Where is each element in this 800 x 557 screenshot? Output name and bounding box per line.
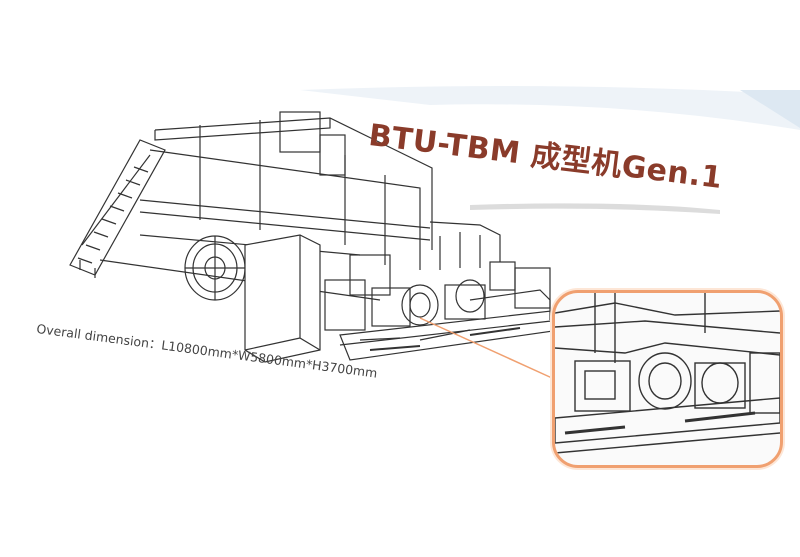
zoom-detail-callout [552, 290, 783, 468]
zoomed-detail-drawing [555, 293, 780, 454]
